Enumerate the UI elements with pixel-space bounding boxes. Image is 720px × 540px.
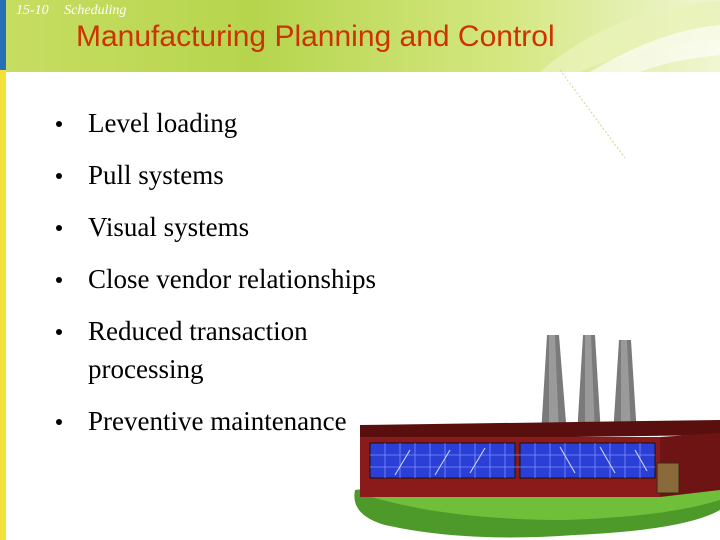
slide-reference: 15-10 Scheduling: [16, 3, 138, 19]
factory-illustration: [354, 335, 720, 538]
bullet-item: Visual systems: [56, 208, 508, 246]
slide-title: Manufacturing Planning and Control: [76, 20, 555, 53]
bullet-text: Pull systems: [88, 160, 224, 190]
header-swirl-decoration: [540, 0, 720, 72]
bullet-item: Pull systems: [56, 156, 508, 194]
bullet-dot-icon: [56, 329, 62, 335]
bullet-dot-icon: [56, 121, 62, 127]
bullet-text: Close vendor relationships: [88, 264, 376, 294]
bullet-dot-icon: [56, 173, 62, 179]
bullet-text: Visual systems: [88, 212, 250, 242]
bullet-text: Preventive maintenance: [88, 406, 347, 436]
bullet-item: Level loading: [56, 104, 508, 142]
bullet-dot-icon: [56, 419, 62, 425]
bullet-text: Level loading: [88, 108, 238, 138]
bullet-item: Reduced transaction processing: [56, 312, 388, 388]
slide-number: 15-10: [16, 3, 49, 18]
left-accent-bar: [0, 0, 6, 540]
chapter-label: Scheduling: [64, 3, 127, 18]
bullet-item: Preventive maintenance: [56, 402, 508, 440]
bullet-dot-icon: [56, 225, 62, 231]
bullet-list: Level loading Pull systems Visual system…: [56, 104, 508, 454]
decorative-diagonal-line: [560, 70, 626, 159]
bullet-text: Reduced transaction processing: [88, 316, 308, 384]
bullet-item: Close vendor relationships: [56, 260, 508, 298]
bullet-dot-icon: [56, 277, 62, 283]
